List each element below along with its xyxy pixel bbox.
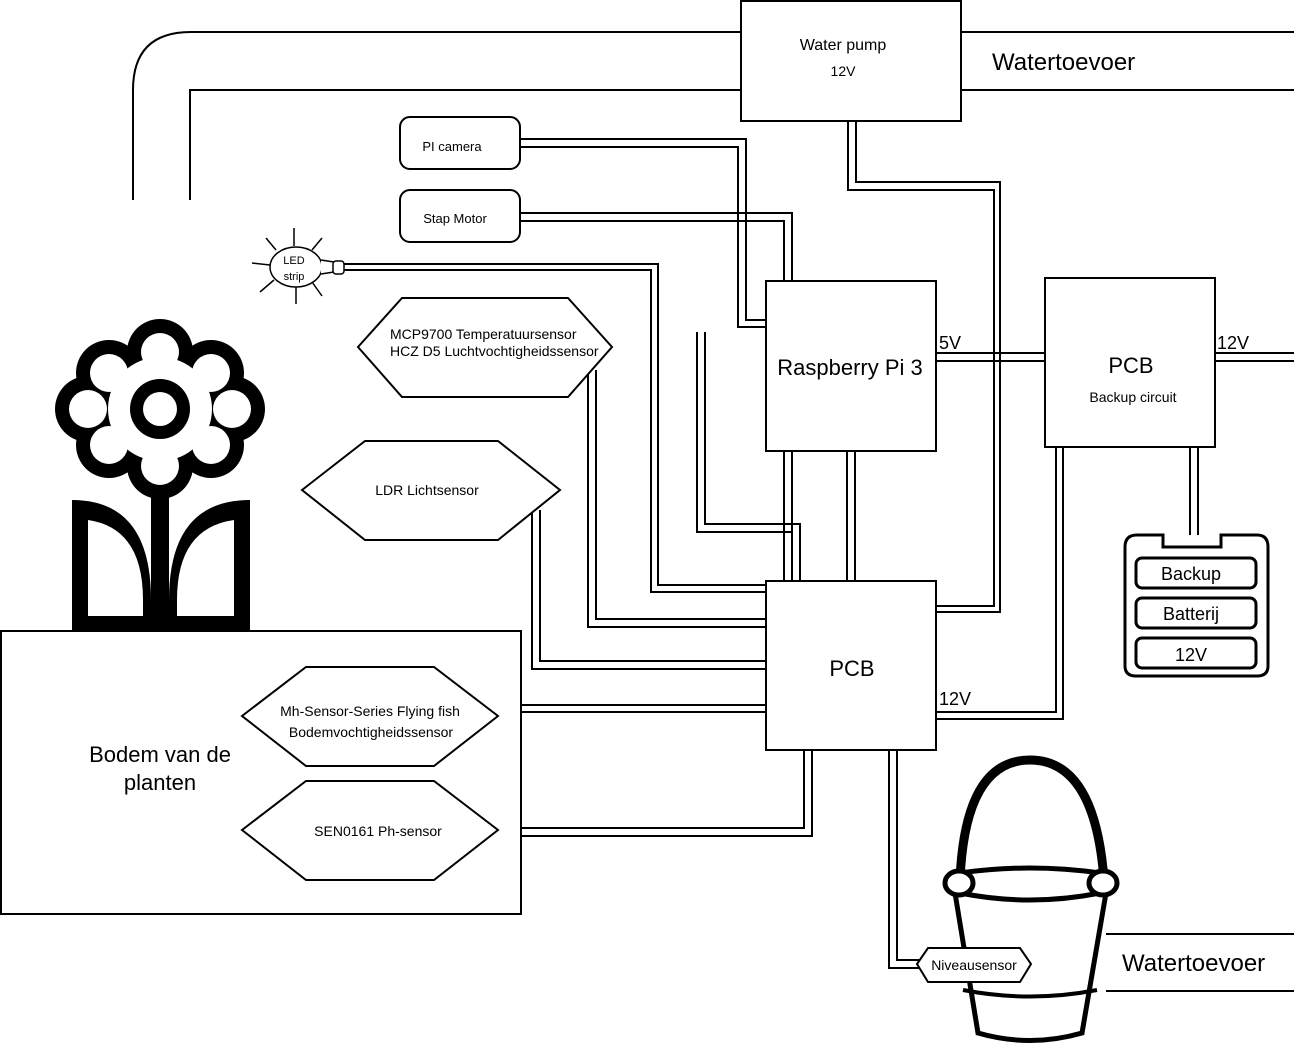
water-pipe-top: [132, 31, 1294, 200]
pi-camera: PI camera: [399, 116, 521, 170]
battery-label-line3: 12V: [1175, 645, 1207, 665]
flower-icon: [55, 319, 265, 632]
backup-circuit-label: Backup circuit: [1089, 389, 1176, 405]
battery-label-line2: Batterij: [1163, 604, 1219, 624]
led-strip-label-line2: strip: [284, 271, 305, 283]
level-sensor: Niveausensor: [915, 947, 1033, 983]
raspberry-pi-label: Raspberry Pi 3: [777, 355, 923, 380]
light-bulb-icon: LED strip: [251, 228, 345, 304]
temperature-sensor-label: MCP9700 Temperatuursensor: [390, 326, 577, 342]
soil-moisture-sensor: Mh-Sensor-Series Flying fish Bodemvochti…: [240, 666, 500, 767]
water-supply-bottom-label: Watertoevoer: [1122, 950, 1265, 977]
main-pcb-label: PCB: [829, 656, 874, 681]
backup-pcb-label: PCB: [1108, 353, 1153, 378]
backup-12v-label: 12V: [1217, 333, 1249, 353]
pcb-12v-label: 12V: [939, 689, 971, 709]
soil-moisture-label-line2: Bodemvochtigheidssensor: [289, 724, 454, 740]
step-motor-label: Stap Motor: [423, 211, 487, 226]
battery-label-line1: Backup: [1161, 564, 1221, 584]
ldr-light-sensor: LDR Lichtsensor: [300, 440, 562, 541]
soil-moisture-label-line1: Mh-Sensor-Series Flying fish: [280, 703, 460, 719]
pi-camera-label: PI camera: [422, 139, 482, 154]
water-supply-top-label: Watertoevoer: [992, 49, 1135, 76]
bucket-icon: [942, 755, 1120, 1043]
pi-5v-label: 5V: [939, 333, 961, 353]
step-motor: Stap Motor: [399, 189, 521, 243]
ph-sensor: SEN0161 Ph-sensor: [240, 780, 500, 881]
water-pump-voltage: 12V: [831, 63, 857, 79]
connection-wires: [344, 121, 1294, 992]
water-pump-label: Water pump: [800, 37, 887, 54]
battery-icon: Backup Batterij 12V: [1123, 533, 1270, 678]
level-sensor-label: Niveausensor: [931, 957, 1017, 973]
soil-area-label-line1: Bodem van de: [89, 742, 231, 767]
humidity-sensor-label: HCZ D5 Luchtvochtigheidssensor: [390, 343, 599, 359]
ldr-sensor-label: LDR Lichtsensor: [375, 482, 479, 498]
led-strip-label-line1: LED: [283, 255, 304, 267]
raspberry-pi: Raspberry Pi 3: [765, 280, 937, 452]
temperature-humidity-sensor: MCP9700 Temperatuursensor HCZ D5 Luchtvo…: [356, 297, 614, 398]
soil-area-label-line2: planten: [124, 770, 196, 795]
water-pump: Water pump 12V: [740, 0, 962, 122]
backup-pcb: PCB Backup circuit: [1044, 277, 1216, 448]
main-pcb: PCB: [765, 580, 937, 751]
ph-sensor-label: SEN0161 Ph-sensor: [314, 823, 442, 839]
